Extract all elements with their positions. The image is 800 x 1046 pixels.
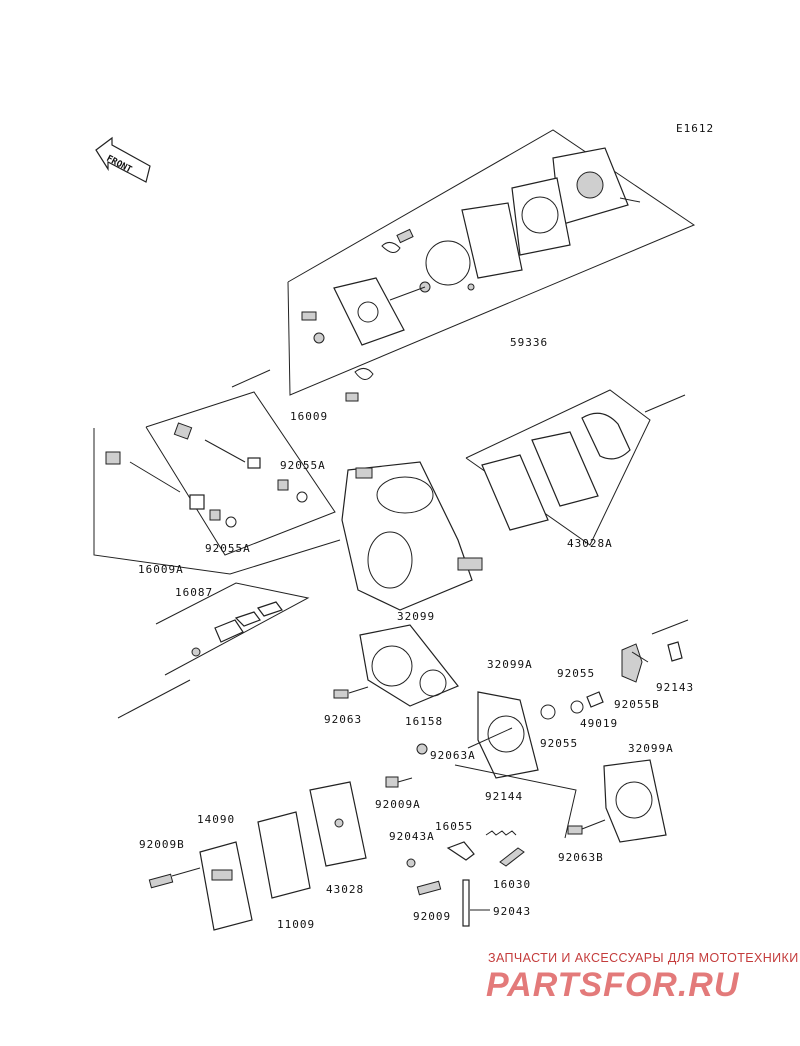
valve-spring [381, 242, 401, 253]
part-92055B: 92055B [614, 698, 660, 711]
part-43028: 43028 [326, 883, 364, 896]
pump-body-32099 [359, 624, 459, 707]
needle-spring [485, 830, 517, 836]
part-16158: 16158 [405, 715, 443, 728]
pin [462, 879, 470, 927]
jet-needle-lower [105, 451, 237, 528]
part-92009A: 92009A [375, 798, 421, 811]
pump-body-32099A-mid [467, 691, 539, 779]
part-11009: 11009 [277, 918, 315, 931]
carburetor-body [341, 461, 483, 611]
part-92055-a: 92055 [557, 667, 595, 680]
o-ring [425, 240, 471, 286]
diagram-code: E1612 [676, 122, 714, 135]
part-92055A-low: 92055A [205, 542, 251, 555]
part-32099A-b: 32099A [628, 742, 674, 755]
pump-gasket [511, 177, 571, 256]
part-16030: 16030 [493, 878, 531, 891]
part-43028A: 43028A [567, 537, 613, 550]
part-16087: 16087 [175, 586, 213, 599]
gasket-11009 [257, 811, 311, 899]
gasket-set [481, 412, 631, 531]
part-92009B: 92009B [139, 838, 185, 851]
part-32099A-a: 32099A [487, 658, 533, 671]
front-arrow-icon: FRONT [95, 136, 151, 183]
watermark-logo: PARTSFOR.RU [486, 966, 740, 1004]
part-59336: 59336 [510, 336, 548, 349]
part-14090: 14090 [197, 813, 235, 826]
screw [396, 228, 414, 244]
pump-diaphragm [461, 202, 523, 279]
part-16009: 16009 [290, 410, 328, 423]
part-92063B: 92063B [558, 851, 604, 864]
part-16009A: 16009A [138, 563, 184, 576]
jet-needle-upper [173, 422, 308, 503]
part-32099: 32099 [397, 610, 435, 623]
diaphragm-43028 [309, 781, 367, 867]
part-92063: 92063 [324, 713, 362, 726]
part-92055-b: 92055 [540, 737, 578, 750]
part-49019: 49019 [580, 717, 618, 730]
part-16055: 16055 [435, 820, 473, 833]
part-92143: 92143 [656, 681, 694, 694]
carburetor-cover-14090 [199, 841, 253, 931]
fuel-pump-cover-group [287, 129, 696, 402]
part-92063A: 92063A [430, 749, 476, 762]
part-92055A-top: 92055A [280, 459, 326, 472]
part-92043A: 92043A [389, 830, 435, 843]
pump-body-32099A-right [603, 759, 667, 843]
part-92144: 92144 [485, 790, 523, 803]
throttle-lever [191, 601, 283, 657]
needle-valve [499, 847, 525, 867]
pump-body [333, 277, 405, 346]
watermark-caption: ЗАПЧАСТИ И АКСЕССУАРЫ ДЛЯ МОТОТЕХНИКИ [488, 951, 799, 965]
part-92043: 92043 [493, 905, 531, 918]
part-92009: 92009 [413, 910, 451, 923]
